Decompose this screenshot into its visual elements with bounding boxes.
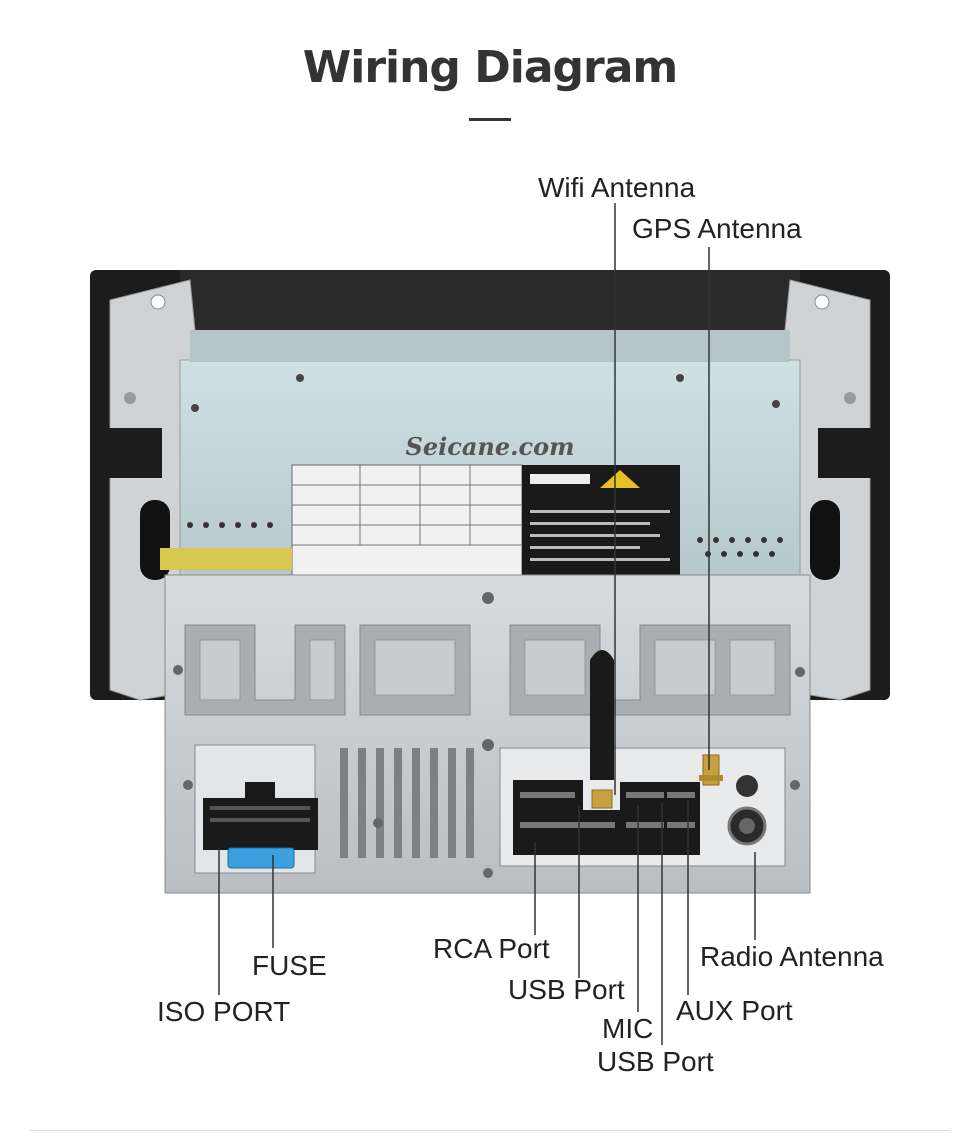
vent-holes [187,522,783,557]
label-radio-antenna: Radio Antenna [700,941,884,972]
label-fuse: FUSE [252,950,327,981]
label-usb-port-2: USB Port [597,1046,714,1077]
wifi-antenna-stub [590,650,614,809]
iso-connector [203,782,318,850]
gps-connector [699,754,723,786]
label-gps-antenna: GPS Antenna [632,213,802,244]
label-usb-port-1: USB Port [508,974,625,1005]
bottom-divider [30,1130,950,1131]
label-mic: MIC [602,1013,654,1044]
label-wifi-antenna: Wifi Antenna [538,172,696,203]
page-title: Wiring Diagram [302,42,679,93]
title-underline [469,118,511,121]
spec-sticker [291,464,680,576]
radio-antenna-socket [727,775,767,846]
warranty-sticker [160,548,292,570]
leader-lines [218,203,756,1045]
fuse-component [227,847,295,869]
label-rca-port: RCA Port [433,933,550,964]
watermark: Seicane.com [406,432,575,461]
label-aux-port: AUX Port [676,995,793,1026]
label-iso-port: ISO PORT [157,996,291,1027]
